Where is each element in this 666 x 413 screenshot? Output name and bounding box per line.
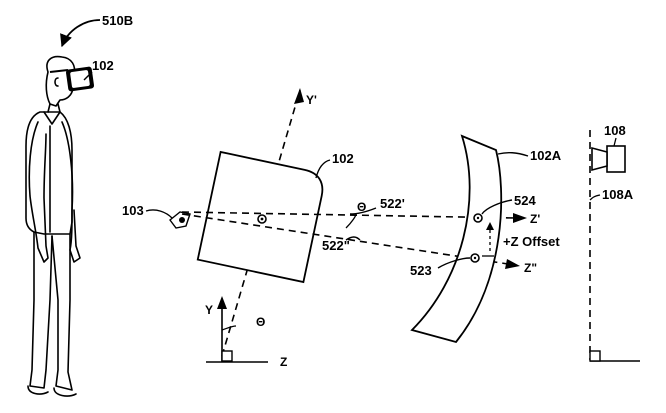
view-arrow-510b: 510B (62, 13, 133, 46)
label-522pp: 522" (322, 238, 350, 253)
label-z: Z (280, 355, 287, 369)
label-theta-bottom: Θ (256, 315, 265, 329)
label-524: 524 (514, 193, 536, 208)
label-108: 108 (604, 123, 626, 138)
reference-axes: Y Z Θ (205, 296, 287, 369)
label-z-double: Z" (524, 261, 537, 275)
label-510b: 510B (102, 13, 133, 28)
camera-108: 108 (592, 123, 626, 172)
label-y: Y (205, 303, 213, 317)
label-103: 103 (122, 203, 144, 218)
label-102-device: 102 (332, 151, 354, 166)
user-figure (26, 57, 80, 396)
label-102-user: 102 (92, 58, 114, 73)
label-523: 523 (410, 263, 432, 278)
label-108a: 108A (602, 187, 634, 202)
eye-103: 103 (122, 203, 190, 228)
label-y-prime: Y' (306, 93, 317, 107)
label-z-offset: +Z Offset (503, 234, 560, 249)
label-102a: 102A (530, 148, 562, 163)
label-522p: 522' (380, 196, 405, 211)
label-z-prime: Z' (530, 212, 540, 226)
